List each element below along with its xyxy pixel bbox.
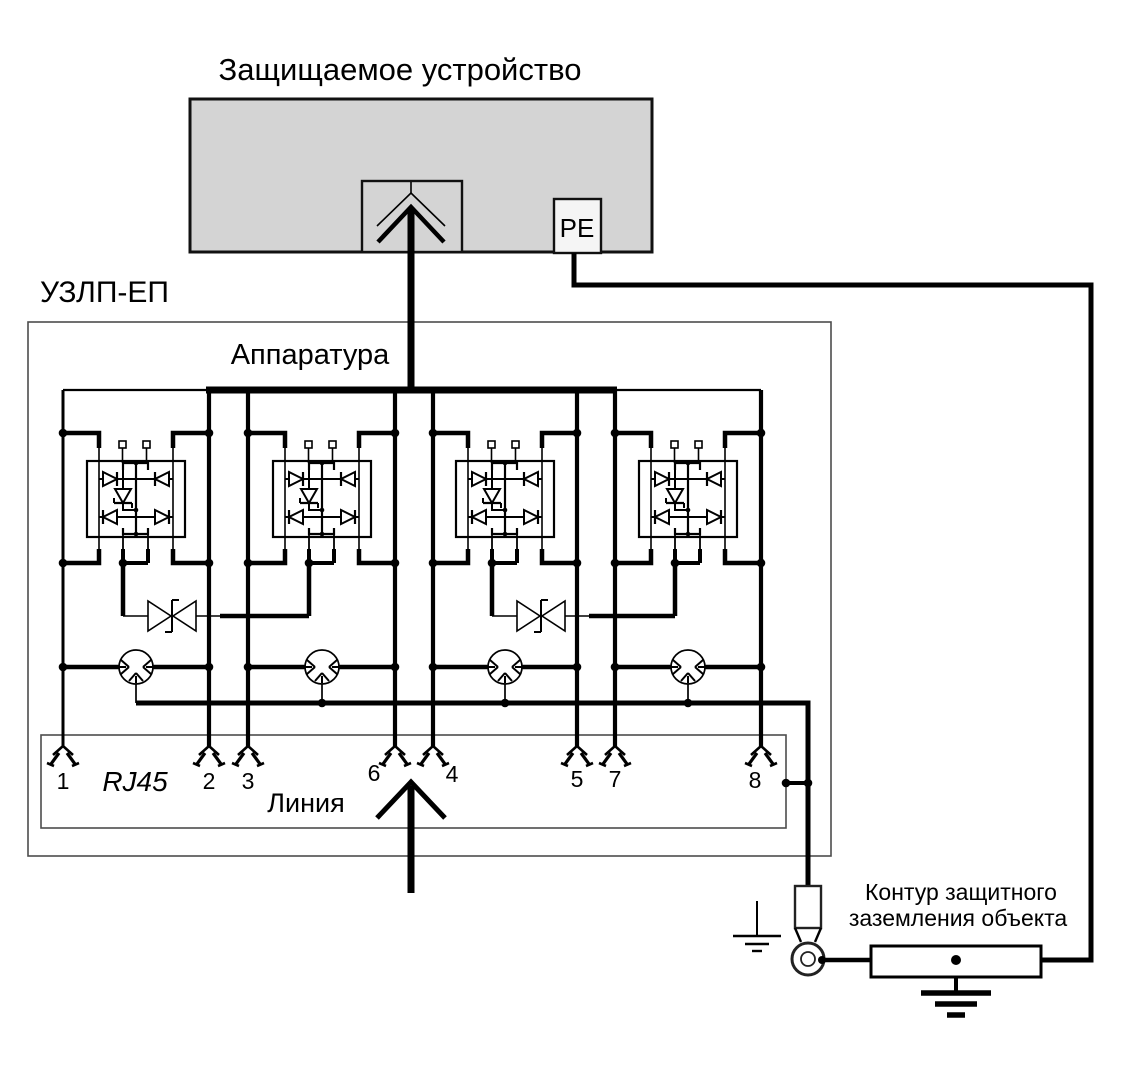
pin-8-label: 8 [749, 767, 762, 793]
ground-loop-bar [869, 944, 1043, 1018]
line-arrow-icon [375, 778, 447, 893]
protection-channel-pair-3-6 [243, 390, 400, 746]
surge-arrester-icon-1 [120, 563, 312, 633]
pin-5-label: 5 [571, 766, 584, 792]
gas-discharge-arrester-icon [58, 649, 214, 703]
ground-bus [136, 700, 811, 886]
protection-channel-pair-4-5 [428, 390, 582, 746]
ground-label-line2: заземления объекта [849, 905, 1068, 931]
pin-2-label: 2 [203, 768, 216, 794]
pin-4-label: 4 [446, 761, 459, 787]
pin-6-label: 6 [368, 760, 381, 786]
pin-3-contact [231, 744, 265, 768]
pe-wire [571, 253, 1094, 963]
apparatus-label: Аппаратура [231, 339, 390, 371]
diode-bridge-block [637, 440, 739, 568]
gas-discharge-arrester-icon [428, 649, 582, 708]
protection-channel-pair-1-2 [58, 390, 214, 746]
pin-2-contact [192, 744, 226, 768]
pin-1-contact [46, 744, 80, 768]
pin-6-contact [378, 744, 412, 768]
diode-bridge-block [454, 440, 556, 568]
pin-5-contact [560, 744, 594, 768]
pe-terminal: PE [552, 197, 603, 255]
earth-icon [921, 977, 991, 1018]
gas-discharge-arrester-icon [610, 649, 766, 708]
apparatus-bus [63, 209, 761, 394]
pin-7-contact [598, 744, 632, 768]
page-title: Защищаемое устройство [219, 52, 582, 87]
pin-4-contact [416, 744, 450, 768]
gas-discharge-arrester-icon [243, 649, 400, 708]
rj45-shield-link [781, 778, 813, 788]
diode-bridge-block [271, 440, 373, 568]
earth-icon-small [733, 901, 781, 953]
protected-device-box: PE [188, 97, 654, 255]
line-label: Линия [267, 788, 344, 818]
pin-8-contact [744, 744, 778, 768]
uzlp-label: УЗЛП-ЕП [40, 276, 169, 309]
pe-label: PE [560, 213, 595, 243]
ring-terminal-icon [790, 884, 871, 977]
rj45-label: RJ45 [102, 766, 168, 797]
ground-label-line1: Контур защитного [865, 879, 1057, 905]
diode-bridge-block [85, 440, 187, 568]
pin-1-label: 1 [57, 768, 70, 794]
protection-channel-pair-7-8 [610, 390, 766, 746]
pin-7-label: 7 [609, 766, 622, 792]
surge-arrester-icon-2 [489, 563, 678, 633]
pin-3-label: 3 [242, 768, 255, 794]
uzlp-outer-box [27, 321, 832, 857]
